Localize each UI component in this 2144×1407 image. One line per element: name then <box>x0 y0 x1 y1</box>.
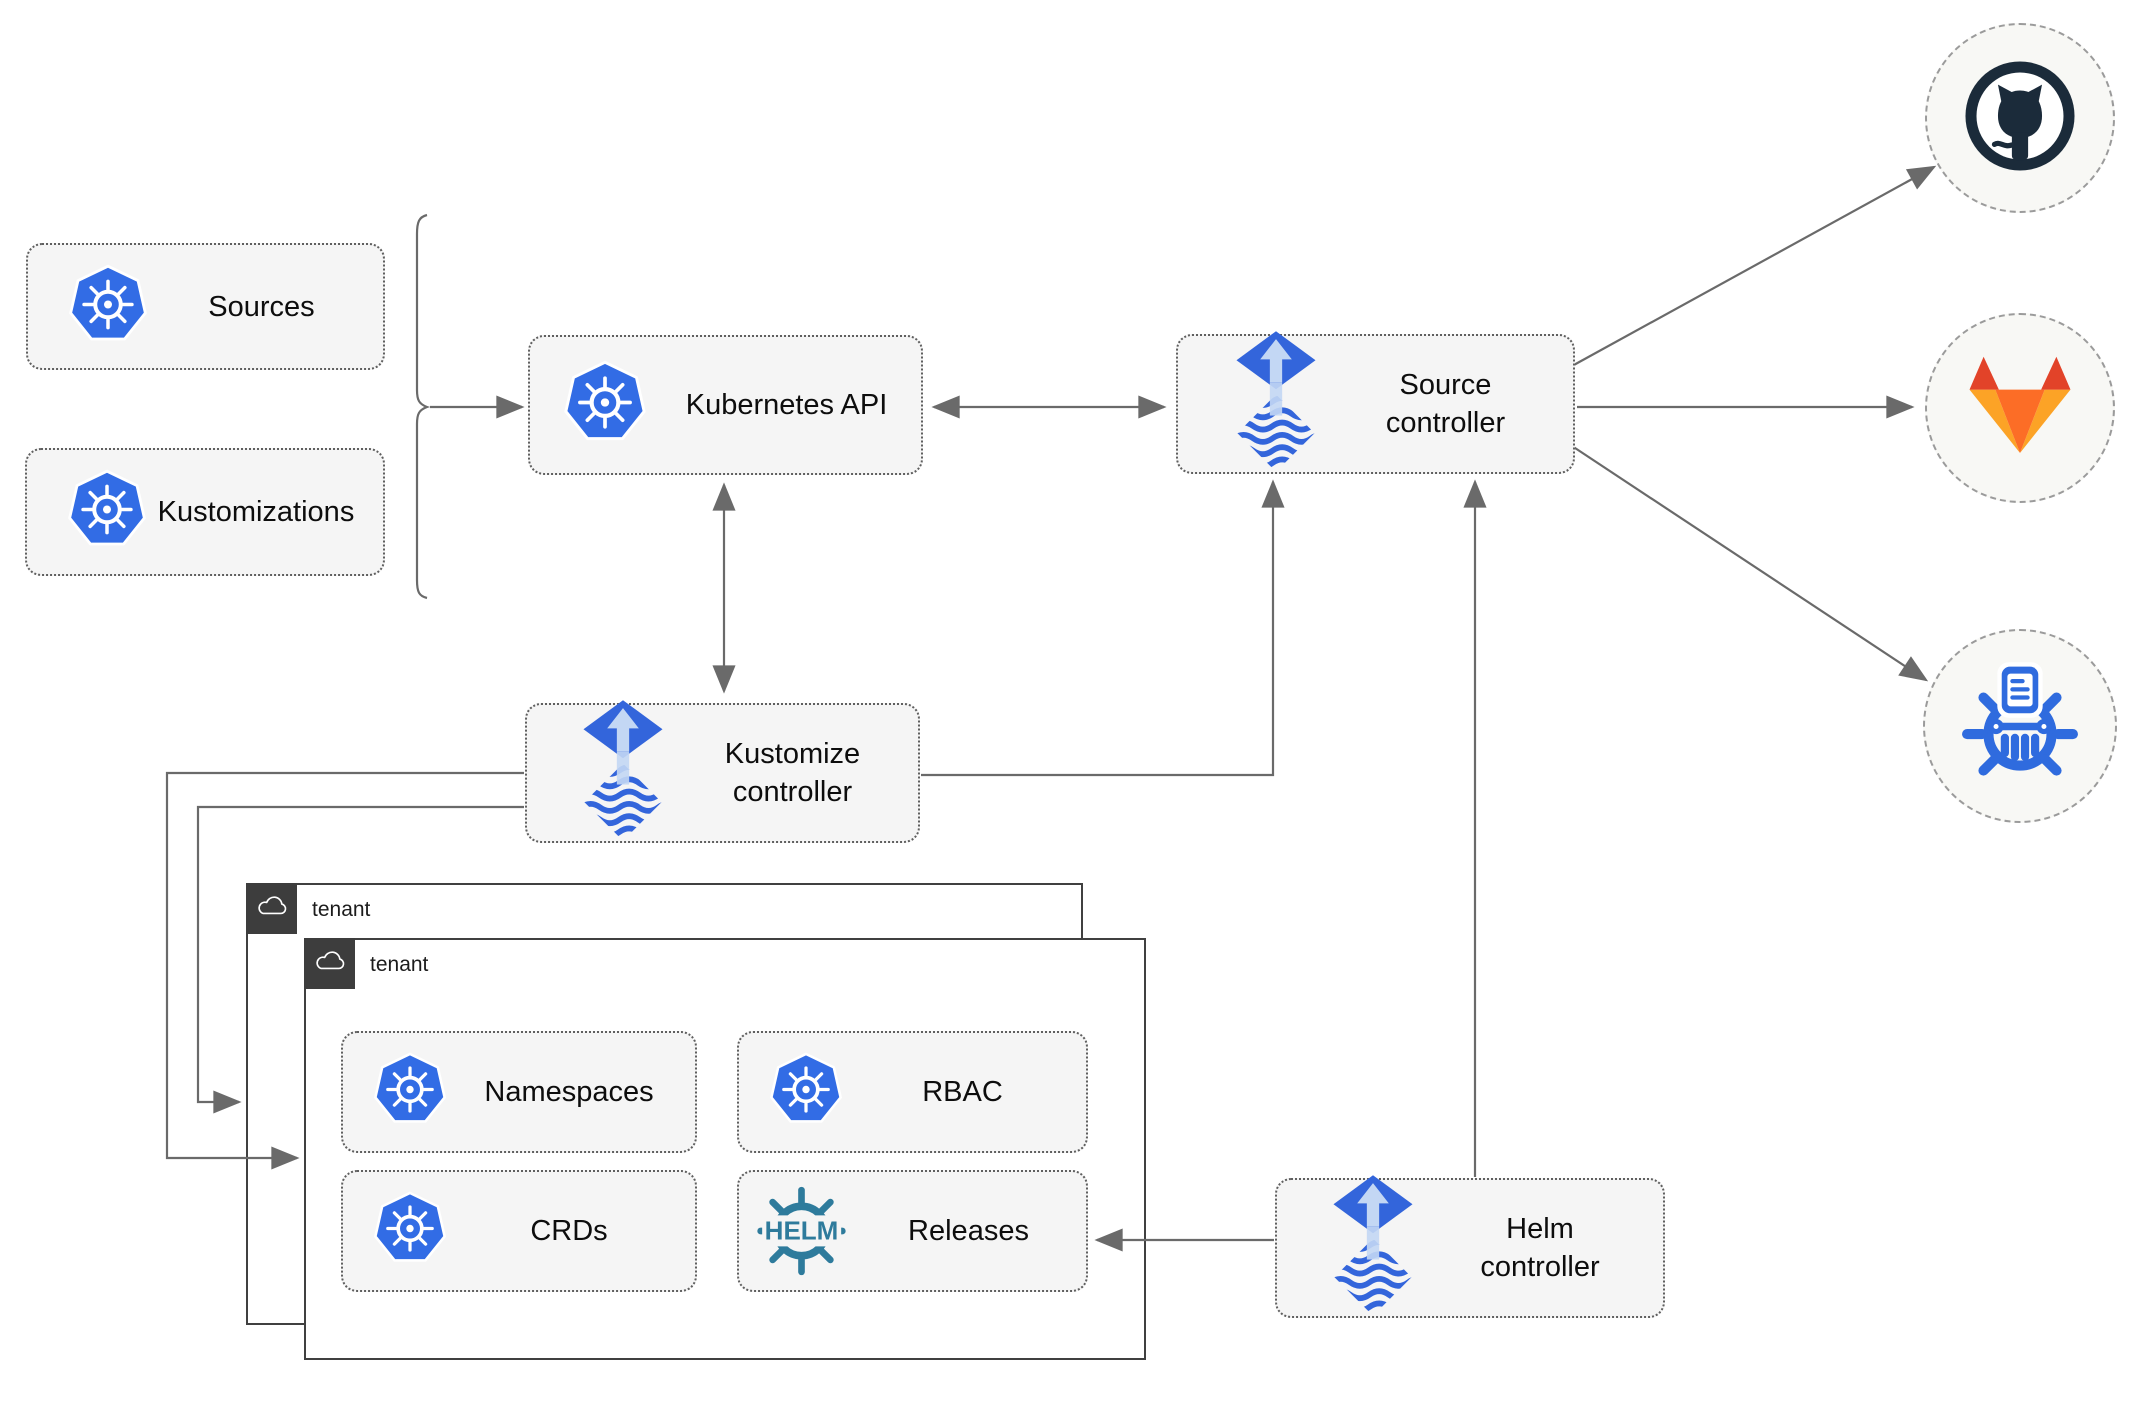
kubernetes-api-node: Kubernetes API <box>528 335 923 475</box>
kubernetes-icon <box>769 1051 843 1133</box>
cloud-icon <box>255 894 289 923</box>
helm-controller-node: Helm controller <box>1275 1178 1665 1318</box>
tenant-inner-label: tenant <box>370 953 429 976</box>
helm-controller-label: Helm controller <box>1480 1213 1600 1283</box>
manifest-store-endpoint <box>1923 629 2117 823</box>
gitlab-icon <box>1961 352 2079 465</box>
edge-sourcectrl-github <box>1571 165 1937 367</box>
cloud-icon <box>313 949 347 978</box>
kustomizations-label: Kustomizations <box>157 496 355 528</box>
kustomize-controller-node: Kustomize controller <box>525 703 920 843</box>
rbac-label: RBAC <box>922 1076 1003 1108</box>
tenant-outer-label: tenant <box>312 898 371 921</box>
helm-icon-text: HELM <box>761 1214 842 1246</box>
sources-label: Sources <box>208 290 315 323</box>
rbac-node: RBAC <box>737 1031 1088 1153</box>
source-controller-node: Source controller <box>1176 334 1575 474</box>
kubernetes-icon <box>68 263 148 351</box>
edge-sourcectrl-manifeststore <box>1571 445 1929 682</box>
edge-kustomizectrl-sourcectrl <box>921 479 1285 777</box>
source-controller-label: Source controller <box>1385 369 1506 439</box>
tenant-outer-badge <box>246 883 297 934</box>
sources-node: Sources <box>26 243 385 370</box>
kustomize-controller-label: Kustomize controller <box>724 738 861 808</box>
flux-icon <box>1232 330 1320 479</box>
tenant-inner-badge <box>304 938 355 989</box>
github-icon <box>1962 58 2078 179</box>
flux-icon <box>579 699 667 848</box>
group-brace <box>415 213 431 600</box>
github-endpoint <box>1925 23 2115 213</box>
releases-node: HELM Releases <box>737 1170 1088 1292</box>
kubernetes-icon <box>373 1051 447 1133</box>
gitlab-endpoint <box>1925 313 2115 503</box>
releases-label: Releases <box>908 1215 1029 1247</box>
crds-label: CRDs <box>530 1215 608 1247</box>
kustomizations-node: Kustomizations <box>25 448 385 576</box>
helm-icon: HELM <box>754 1184 849 1279</box>
kustomize-manifest-icon <box>1957 661 2083 792</box>
flux-icon <box>1329 1174 1417 1323</box>
namespaces-node: Namespaces <box>341 1031 697 1153</box>
crds-node: CRDs <box>341 1170 697 1292</box>
namespaces-label: Namespaces <box>484 1076 654 1108</box>
kubernetes-api-label: Kubernetes API <box>685 389 888 421</box>
kubernetes-icon <box>67 468 147 556</box>
kubernetes-icon <box>373 1190 447 1272</box>
kubernetes-icon <box>563 359 647 451</box>
